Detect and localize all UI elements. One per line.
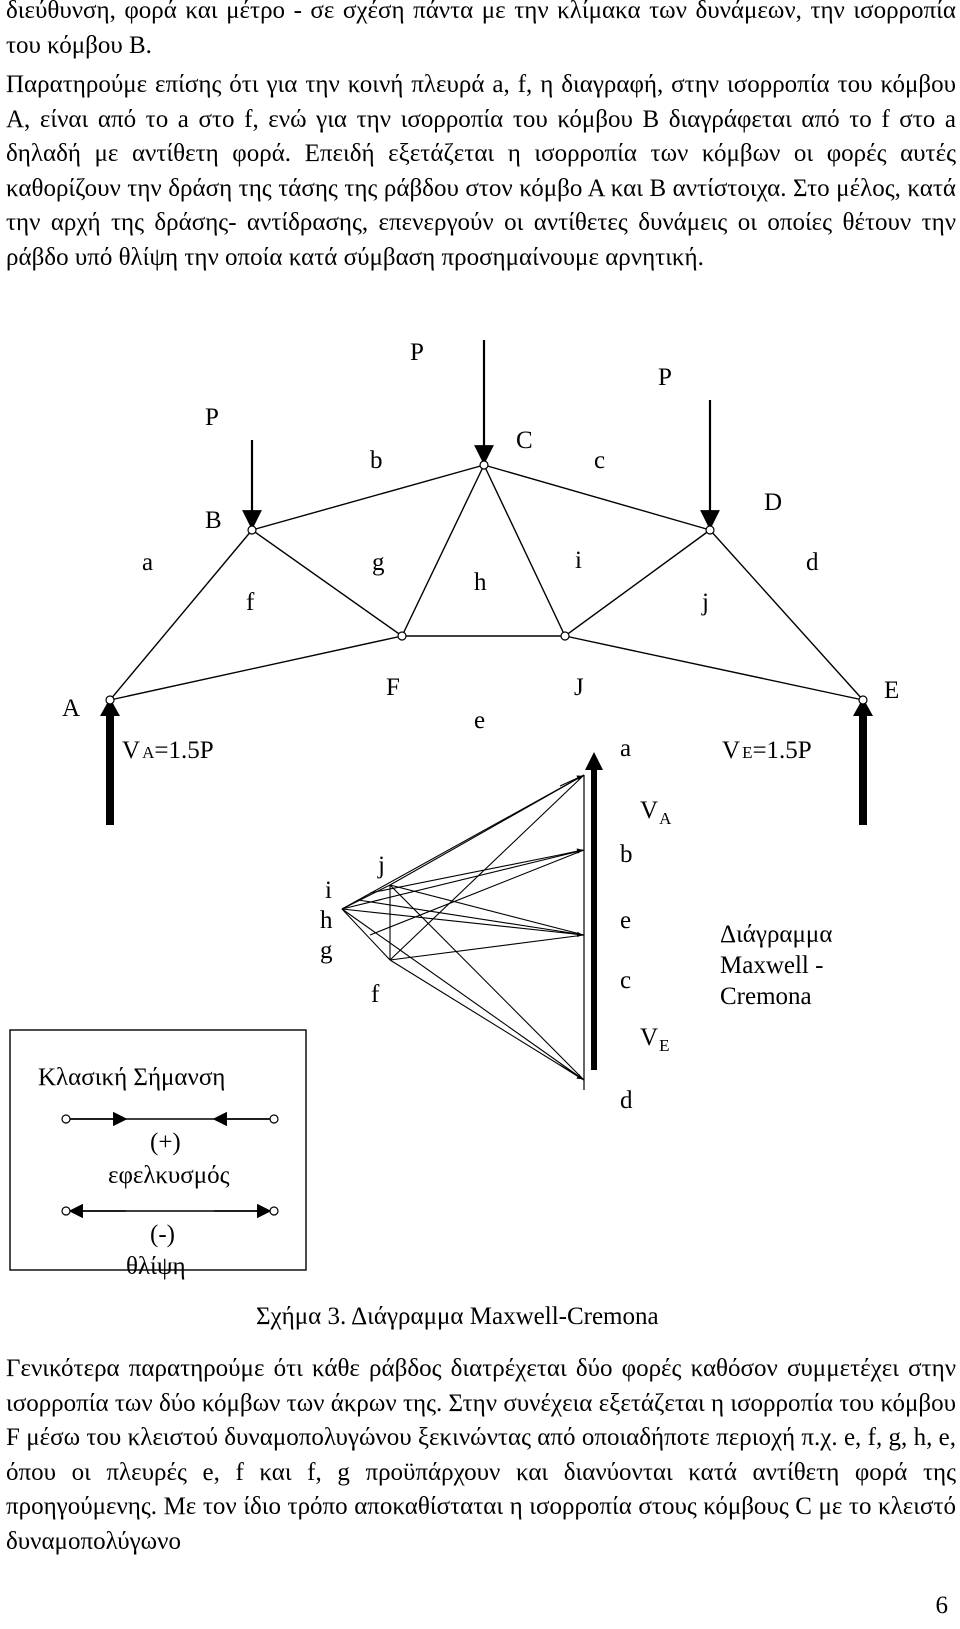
load-line-shaft [591, 770, 597, 1070]
node-B [247, 525, 257, 535]
legend-tension-word: εφελκυσμός [108, 1162, 230, 1189]
cremona-label-b: b [620, 841, 633, 868]
region-label-g: g [372, 549, 385, 576]
member-diag-4 [564, 529, 711, 637]
cremona-title-line2: Maxwell - [720, 952, 823, 979]
member-top-mid-right [483, 464, 711, 531]
region-label-j: j [701, 589, 709, 616]
truss-nodes [105, 460, 868, 705]
cremona-label-e: e [620, 907, 631, 934]
load-line-arrowhead [585, 752, 603, 770]
legend-title: Κλασική Σήμανση [38, 1064, 225, 1091]
cremona-label-c: c [620, 967, 631, 994]
page-number: 6 [935, 1592, 949, 1619]
cremona-label-ve: VE [640, 1024, 669, 1055]
reaction-arrow-E-shaft [859, 712, 867, 825]
sign-convention-box: Κλασική Σήμανση (+) εφελκυσμός (-) θλίψη [9, 1029, 307, 1280]
region-label-h: h [474, 569, 487, 596]
legend-frame [9, 1029, 307, 1271]
reaction-arrows [100, 698, 873, 825]
cremona-label-j: j [377, 852, 385, 879]
region-label-b: b [370, 447, 383, 474]
cremona-label-i: i [325, 877, 332, 904]
region-label-f: f [246, 589, 255, 616]
load-label-B: P [205, 404, 219, 431]
reaction-arrow-A-head [100, 698, 120, 716]
cremona-label-a: a [620, 735, 631, 762]
region-label-d: d [806, 549, 819, 576]
cremona-arrowheads [559, 775, 583, 1080]
member-diag-3 [483, 464, 566, 637]
node-label-A: A [62, 695, 80, 722]
load-label-C: P [410, 339, 424, 366]
node-D [705, 525, 715, 535]
cremona-label-h: h [320, 907, 333, 934]
cremona-title-line1: Διάγραμμα [720, 921, 832, 948]
cremona-diagram [341, 752, 603, 1090]
node-label-F: F [386, 674, 400, 701]
figure-caption: Σχήμα 3. Διάγραμμα Maxwell-Cremona [256, 1303, 659, 1330]
reaction-arrow-A-shaft [106, 712, 114, 825]
legend-compression-word: θλίψη [126, 1253, 186, 1280]
node-J [560, 631, 570, 641]
node-label-C: C [516, 427, 533, 454]
member-bottom-left [109, 635, 403, 701]
node-F [397, 631, 407, 641]
member-diag-1 [251, 529, 403, 637]
node-C [479, 460, 489, 470]
region-label-i: i [575, 547, 582, 574]
region-label-e: e [474, 707, 485, 734]
figure-maxwell-cremona: P P P B C D A F J E a b c d e f g h i j … [9, 339, 899, 1330]
paragraph-intro: διεύθυνση, φορά και μέτρο - σε σχέση πάν… [6, 0, 956, 59]
member-top-left [109, 529, 253, 701]
member-top-right [709, 529, 864, 701]
load-label-D: P [658, 364, 672, 391]
cremona-label-f: f [371, 981, 380, 1008]
legend-plus: (+) [150, 1129, 181, 1156]
truss-diagram [109, 464, 864, 701]
cremona-label-d: d [620, 1087, 633, 1114]
legend-minus: (-) [150, 1221, 175, 1248]
paragraph-node-F-equilibrium: Γενικότερα παρατηρούμε ότι κάθε ράβδος δ… [6, 1355, 956, 1555]
paragraph-opposite-direction: Παρατηρούμε επίσης ότι για την κοινή πλε… [6, 71, 956, 271]
cremona-title-line3: Cremona [720, 983, 812, 1010]
region-label-a: a [142, 549, 153, 576]
node-label-J: J [574, 674, 584, 701]
node-label-B: B [205, 507, 222, 534]
node-A [105, 695, 115, 705]
member-bottom-right [564, 635, 864, 701]
cremona-label-va: VA [640, 797, 672, 828]
member-top-mid-left [251, 464, 485, 531]
member-diag-2 [401, 464, 485, 637]
load-arrows [242, 340, 720, 530]
reaction-arrow-E-head [853, 698, 873, 716]
node-E [858, 695, 868, 705]
region-label-c: c [594, 447, 605, 474]
node-label-E: E [884, 677, 899, 704]
cremona-label-g: g [320, 937, 333, 964]
node-label-D: D [764, 489, 782, 516]
